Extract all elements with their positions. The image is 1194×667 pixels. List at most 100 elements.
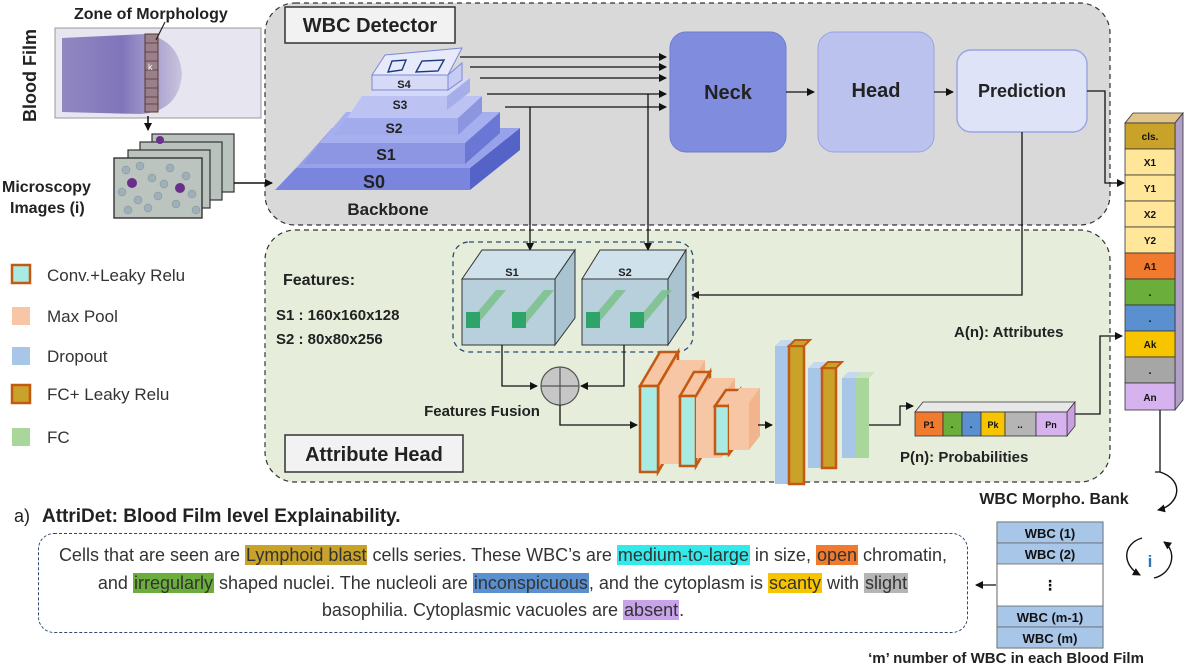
blood-smear bbox=[62, 34, 182, 114]
legend-label-fc-leaky: FC+ Leaky Relu bbox=[47, 385, 169, 404]
explanation-box: Cells that are seen are Lymphoid blast c… bbox=[38, 533, 968, 633]
s2-to-fusion-arrow bbox=[580, 345, 625, 390]
feature-cube-s2 bbox=[581, 248, 687, 347]
backbone-pyramid bbox=[275, 47, 520, 190]
explanation-segment: with bbox=[822, 572, 865, 593]
feature-cubes-group bbox=[452, 241, 694, 353]
level-s0: S0 bbox=[363, 172, 385, 192]
explanation-segment: Cells that are seen are bbox=[58, 545, 246, 565]
out-cls: cls. bbox=[1142, 132, 1159, 143]
level-s1: S1 bbox=[376, 147, 396, 164]
zone-strip-ticks bbox=[145, 42, 158, 105]
prob-dot-2: . bbox=[970, 420, 973, 431]
explanation-segment: shaped nuclei. The nucleoli are bbox=[213, 572, 473, 593]
level-s4: S4 bbox=[397, 79, 411, 91]
probability-vector bbox=[914, 400, 1076, 438]
level-s3: S3 bbox=[393, 98, 408, 112]
legend-label-conv: Conv.+Leaky Relu bbox=[47, 266, 185, 285]
bank-item-ellipsis: ⋮ bbox=[1043, 577, 1057, 593]
out-an: An bbox=[1143, 393, 1156, 404]
legend-swatch-maxpool bbox=[12, 307, 30, 325]
out-dot-3: . bbox=[1148, 365, 1151, 377]
explanation-segment: cells series. These WBC’s are bbox=[367, 545, 617, 565]
legend-label-fc: FC bbox=[47, 428, 70, 447]
section-title: AttriDet: Blood Film level Explainabilit… bbox=[42, 506, 401, 527]
iteration-loop-icon bbox=[1126, 471, 1178, 579]
highlighted-attribute: medium-to-large bbox=[616, 545, 750, 565]
zone-pointer bbox=[155, 21, 166, 41]
probs-to-attributes-arrow bbox=[1075, 332, 1123, 415]
wbc-detector-title-box bbox=[284, 6, 456, 44]
prediction-label: Prediction bbox=[978, 81, 1066, 101]
s2-spec: S2 : 80x80x256 bbox=[276, 331, 383, 348]
bank-item-m: WBC (m) bbox=[1023, 631, 1078, 646]
bank-item-2: WBC (2) bbox=[1025, 547, 1076, 562]
microscopy-label-line1: Microscopy bbox=[2, 179, 91, 196]
attribute-head-title: Attribute Head bbox=[305, 444, 443, 466]
features-fusion-label: Features Fusion bbox=[424, 403, 540, 420]
bank-item-m-1: WBC (m-1) bbox=[1017, 610, 1083, 625]
out-x1: X1 bbox=[1144, 158, 1157, 169]
highlighted-attribute: irregularly bbox=[132, 572, 214, 593]
backbone-label: Backbone bbox=[347, 200, 428, 219]
out-a1: A1 bbox=[1144, 262, 1157, 273]
highlighted-attribute: slight bbox=[864, 572, 909, 593]
prediction-to-fusion-feedback bbox=[691, 132, 1023, 299]
fusion-plus-icon bbox=[540, 366, 580, 406]
attribute-head-title-box bbox=[284, 434, 464, 473]
cube-s1-label: S1 bbox=[505, 267, 518, 279]
microscopy-image-stack bbox=[113, 133, 235, 219]
cube-s2-label: S2 bbox=[618, 267, 631, 279]
highlighted-attribute: scanty bbox=[768, 572, 823, 593]
prediction-to-output-arrow bbox=[1087, 90, 1125, 187]
explanation-segment: , and the cytoplasm is bbox=[588, 572, 768, 593]
out-ak: Ak bbox=[1144, 340, 1157, 351]
attributes-label: A(n): Attributes bbox=[954, 324, 1063, 341]
microscopy-label-line2: Images (i) bbox=[10, 200, 85, 217]
out-y1: Y1 bbox=[1144, 184, 1157, 195]
bank-caption: ‘m’ number of WBC in each Blood Film bbox=[868, 650, 1144, 667]
explanation-segment: chromatin, and bbox=[97, 545, 948, 593]
prob-dot-1: . bbox=[951, 420, 954, 431]
features-title: Features: bbox=[283, 272, 355, 289]
wbc-detector-title: WBC Detector bbox=[303, 15, 438, 37]
legend: Conv.+Leaky Relu Max Pool Dropout FC+ Le… bbox=[10, 263, 185, 447]
out-dot-2: . bbox=[1148, 313, 1151, 325]
s1-spec: S1 : 160x160x128 bbox=[276, 307, 399, 324]
blood-film-label: Blood Film bbox=[20, 29, 40, 122]
fusion-to-cnn-arrow bbox=[559, 405, 638, 429]
bank-item-1: WBC (1) bbox=[1025, 526, 1076, 541]
s1-to-fusion-arrow bbox=[501, 345, 538, 390]
prob-pn: Pn bbox=[1045, 420, 1057, 430]
legend-swatch-fc-leaky bbox=[10, 383, 32, 405]
wbc-bank bbox=[996, 521, 1104, 649]
highlighted-attribute: Lymphoid blast bbox=[245, 545, 368, 565]
legend-label-maxpool: Max Pool bbox=[47, 307, 118, 326]
fc-to-probs-arrow bbox=[869, 402, 914, 426]
highlighted-attribute: open bbox=[815, 545, 858, 565]
explanation-segment: in size, bbox=[749, 545, 816, 565]
legend-swatch-fc bbox=[12, 428, 30, 446]
bank-title: WBC Morpho. Bank bbox=[979, 491, 1128, 508]
neck-label: Neck bbox=[704, 82, 753, 104]
level-s2: S2 bbox=[385, 120, 402, 136]
fc-layer-stack bbox=[775, 339, 875, 486]
zone-of-morphology-label: Zone of Morphology bbox=[74, 6, 228, 23]
explanation-text: Cells that are seen are Lymphoid blast c… bbox=[59, 545, 947, 620]
out-x2: X2 bbox=[1144, 210, 1157, 221]
prob-p1: P1 bbox=[923, 420, 934, 430]
loop-i-label: i bbox=[1148, 552, 1153, 571]
explanation-segment: . bbox=[679, 600, 685, 620]
section-prefix: a) bbox=[14, 506, 30, 526]
probabilities-label: P(n): Probabilities bbox=[900, 449, 1028, 466]
cnn-layer-stack bbox=[637, 347, 760, 477]
zone-strip bbox=[144, 33, 159, 113]
prob-dots: .. bbox=[1017, 420, 1023, 431]
feature-cube-s1 bbox=[461, 248, 576, 347]
head-label: Head bbox=[852, 80, 901, 102]
zone-k-label: k bbox=[148, 62, 153, 72]
prob-pk: Pk bbox=[987, 420, 999, 430]
backbone-to-neck-arrows bbox=[460, 53, 667, 111]
highlighted-attribute: inconspicuous bbox=[472, 572, 589, 593]
